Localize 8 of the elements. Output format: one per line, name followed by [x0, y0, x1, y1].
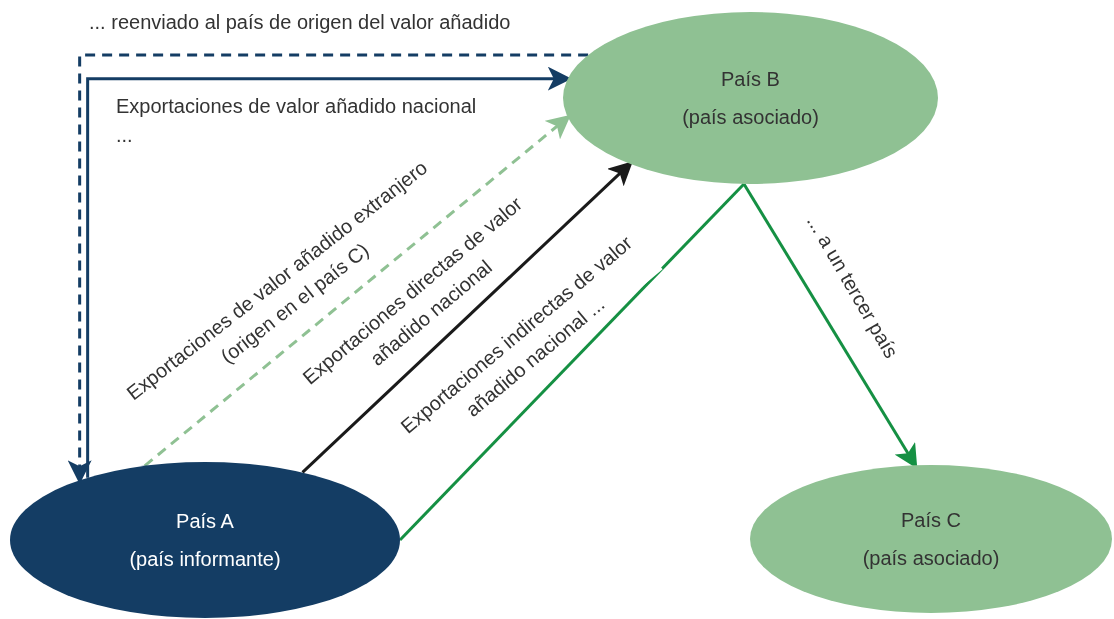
node-label: (país informante): [129, 547, 281, 571]
arrow: [301, 161, 633, 474]
arrow: [143, 114, 571, 467]
node-label: País A: [176, 509, 234, 533]
node-label: País C: [901, 508, 961, 532]
node-label: País B: [721, 67, 780, 91]
node-label: (país asociado): [862, 546, 1000, 570]
node-label: (país asociado): [682, 105, 819, 129]
